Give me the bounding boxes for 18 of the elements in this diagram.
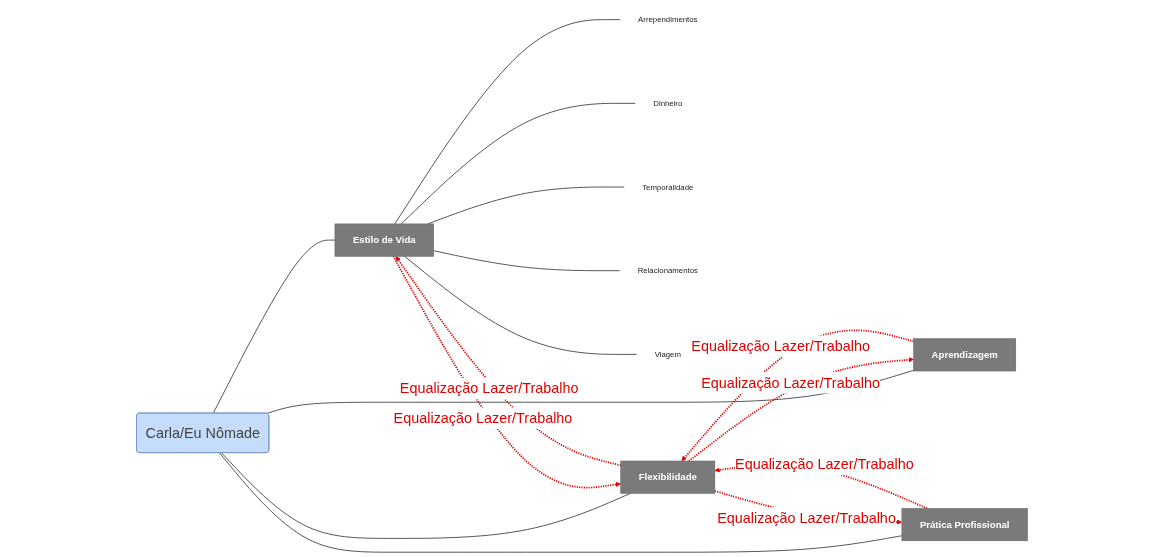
edge-label: Equalização Lazer/Trabalho <box>717 509 896 526</box>
node-box: Prática Profissional <box>901 508 1028 542</box>
connector <box>394 19 621 225</box>
edge-label: Equalização Lazer/Trabalho <box>399 380 579 397</box>
node-box: Estilo de Vida <box>334 223 434 257</box>
connector <box>400 102 636 225</box>
edge-label: Equalização Lazer/Trabalho <box>393 409 573 426</box>
connector <box>266 369 915 414</box>
connector <box>404 255 638 355</box>
connector <box>212 239 336 414</box>
edge-label: Equalização Lazer/Trabalho <box>701 374 880 391</box>
node-box: Aprendizagem <box>913 338 1017 372</box>
edge-label: Equalização Lazer/Trabalho <box>735 455 914 472</box>
connector <box>433 250 621 272</box>
arrow <box>681 329 915 462</box>
connector <box>221 452 631 539</box>
edge-label: Equalização Lazer/Trabalho <box>691 337 871 354</box>
node-box: Flexibilidade <box>620 460 716 494</box>
